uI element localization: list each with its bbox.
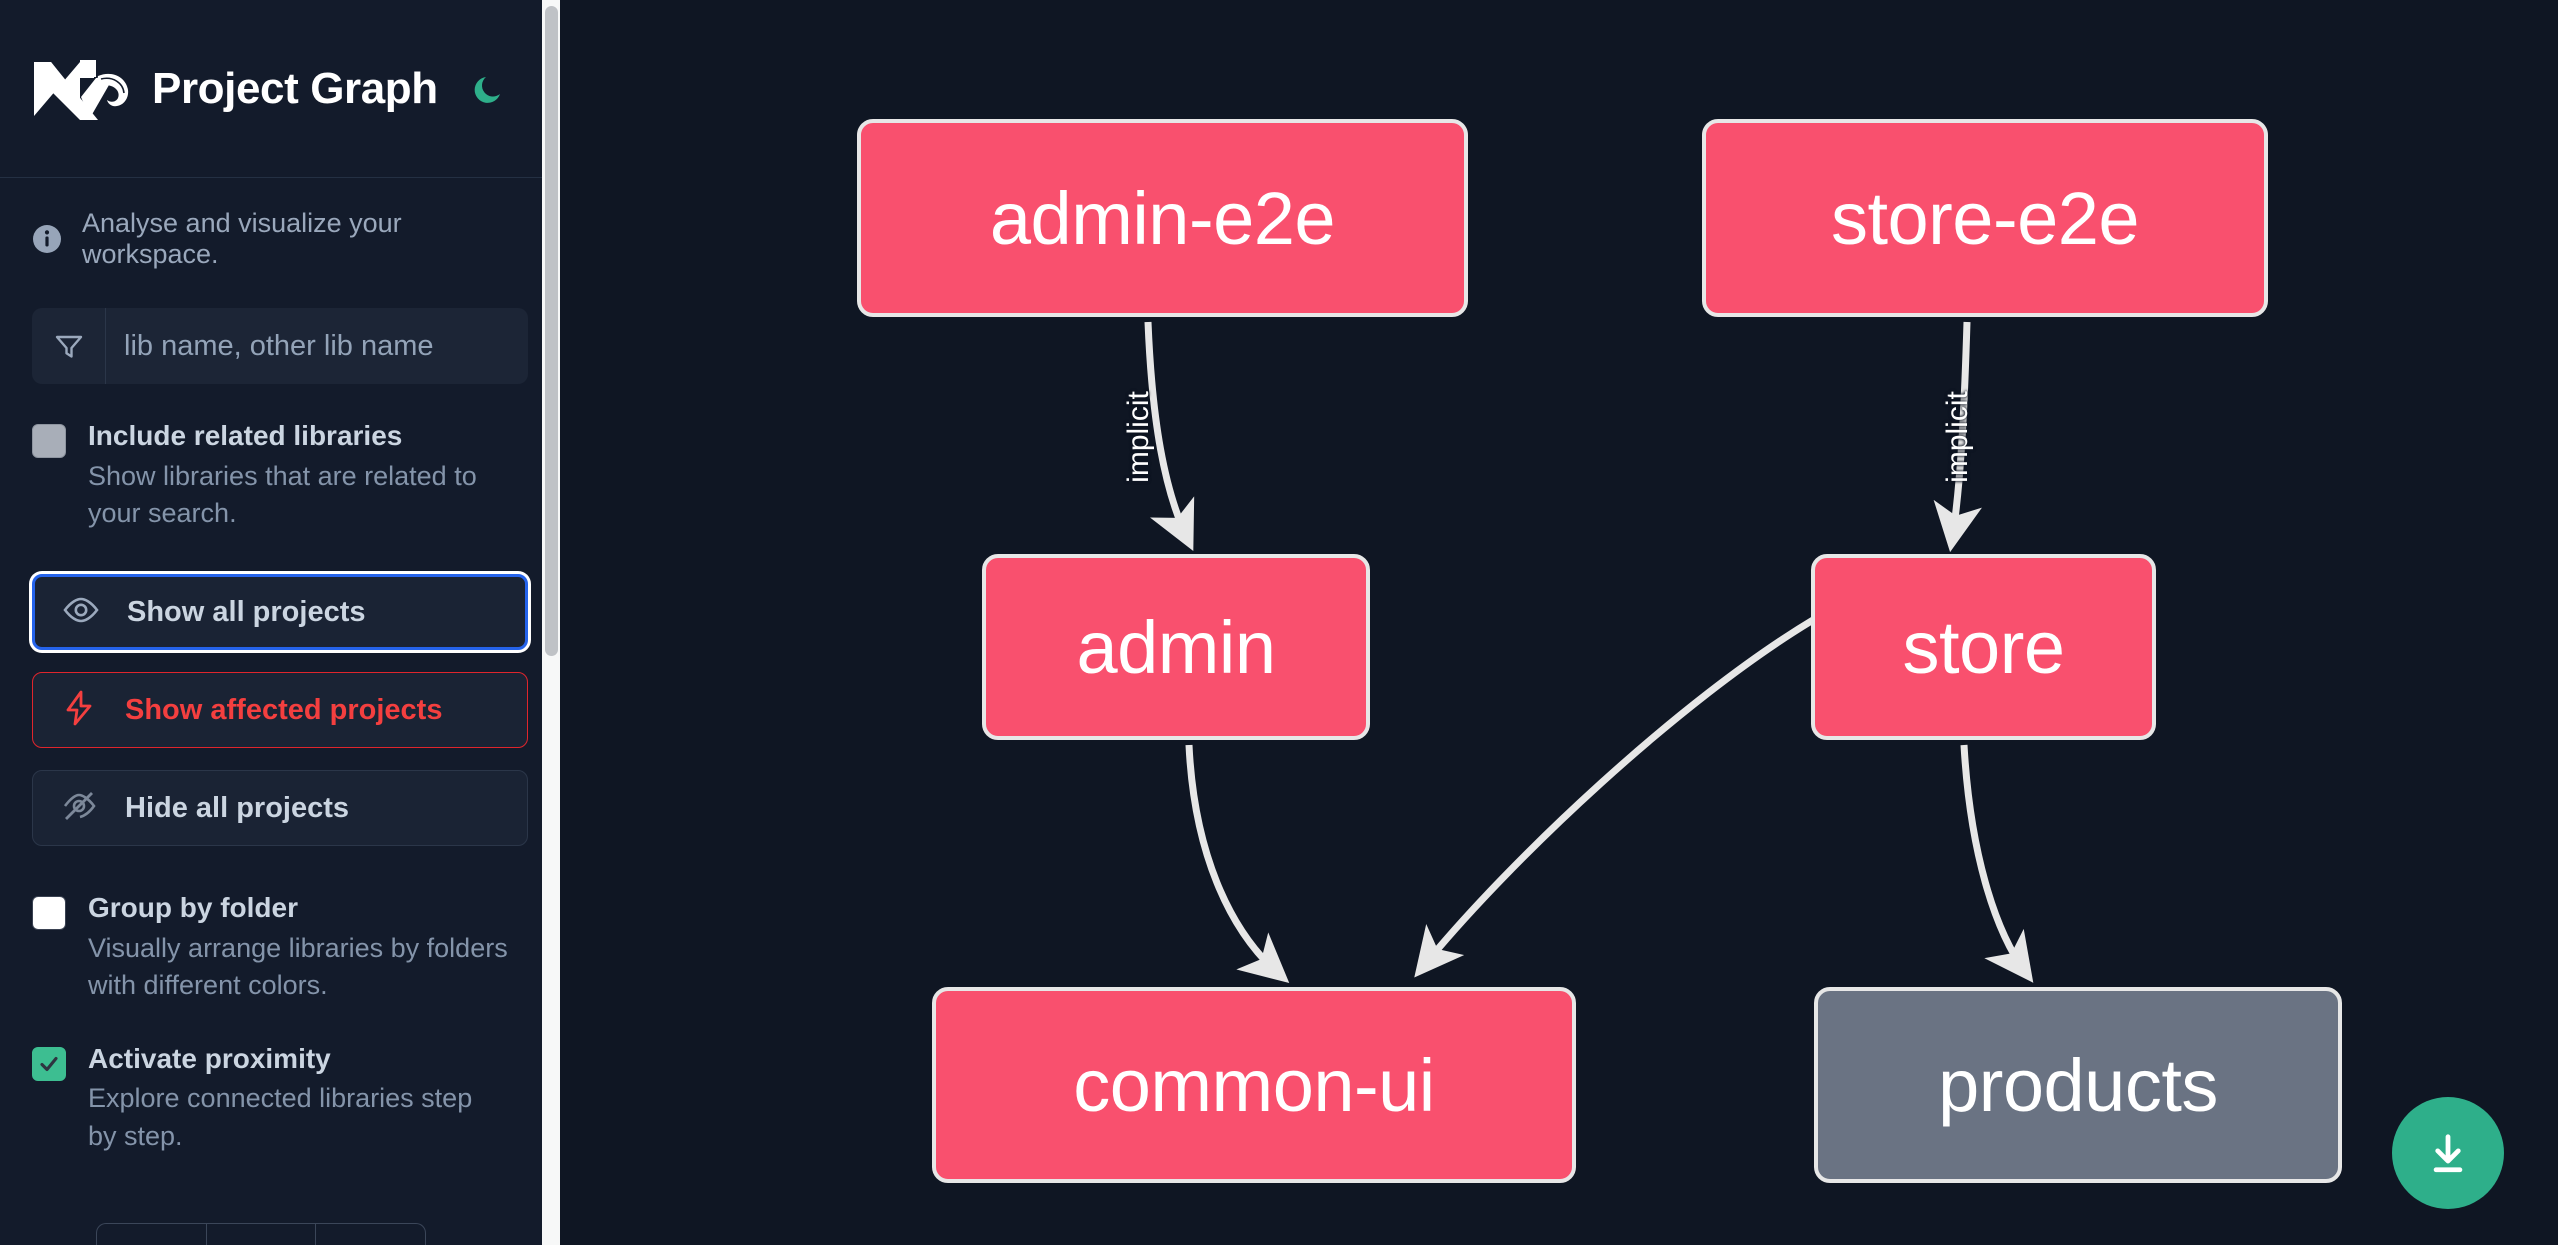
segment-3[interactable] (316, 1224, 425, 1245)
option-title: Include related libraries (88, 420, 403, 451)
download-graph-button[interactable] (2392, 1097, 2504, 1209)
segment-1[interactable] (97, 1224, 207, 1245)
option-title: Activate proximity (88, 1042, 331, 1074)
sidebar-body: Include related libraries Show libraries… (0, 308, 560, 1155)
option-description: Explore connected libraries step by step… (88, 1083, 473, 1151)
filter-funnel-icon (32, 308, 106, 384)
option-include-related-libraries: Include related libraries Show libraries… (32, 418, 528, 532)
option-description: Visually arrange libraries by folders wi… (88, 933, 508, 1001)
graph-edges (1144, 321, 2034, 984)
node-label: common-ui (1073, 1043, 1435, 1127)
edge-store-products (1960, 744, 2034, 983)
option-description: Show libraries that are related to your … (88, 460, 477, 529)
option-title: Group by folder (88, 892, 298, 924)
eye-icon (61, 590, 101, 635)
eye-off-icon (59, 786, 99, 831)
hide-all-projects-button[interactable]: Hide all projects (32, 770, 528, 847)
edge-label-implicit-store: implicit (1940, 391, 1974, 483)
search-input[interactable] (106, 308, 528, 384)
option-activate-proximity: Activate proximity Explore connected lib… (32, 1041, 528, 1155)
moon-icon[interactable] (466, 66, 512, 112)
page-title: Project Graph (152, 63, 438, 113)
info-icon (32, 224, 62, 254)
node-label: products (1938, 1043, 2218, 1127)
segment-2[interactable] (207, 1224, 317, 1245)
show-affected-projects-button[interactable]: Show affected projects (32, 672, 528, 749)
graph-node-products[interactable]: products (1814, 987, 2342, 1183)
lightning-bolt-icon (59, 688, 99, 733)
sidebar-scrollbar[interactable] (542, 0, 560, 1245)
graph-node-admin[interactable]: admin (982, 554, 1370, 740)
graph-node-admin-e2e[interactable]: admin-e2e (857, 119, 1468, 317)
nx-logo-icon (32, 56, 130, 122)
edge-store-e2e-store (1933, 321, 1982, 553)
text-filter-segmented-control[interactable] (96, 1223, 426, 1245)
node-label: store-e2e (1830, 176, 2140, 260)
node-label: store (1902, 605, 2065, 689)
sidebar-header: Project Graph (0, 0, 560, 178)
option-group-by-folder: Group by folder Visually arrange librari… (32, 890, 528, 1004)
download-icon (2433, 1134, 2463, 1173)
node-label: admin (1076, 605, 1276, 689)
graph-canvas[interactable]: admin-e2e store-e2e admin store common-u… (560, 0, 2558, 1245)
workspace-note-text: Analyse and visualize your workspace. (82, 208, 402, 269)
show-all-projects-label: Show all projects (127, 595, 366, 628)
node-label: admin-e2e (989, 176, 1336, 260)
edge-label-implicit-admin: implicit (1121, 391, 1155, 483)
graph-node-store-e2e[interactable]: store-e2e (1702, 119, 2268, 317)
sidebar: Project Graph Analyse and visualize your… (0, 0, 560, 1245)
graph-node-store[interactable]: store (1811, 554, 2156, 740)
include-related-libraries-checkbox[interactable] (32, 424, 66, 458)
edge-admin-e2e-admin (1144, 321, 1195, 552)
project-visibility-buttons: Show all projects Show affected projects (32, 574, 528, 847)
activate-proximity-checkbox[interactable] (32, 1046, 66, 1081)
show-affected-projects-label: Show affected projects (125, 693, 443, 726)
workspace-note: Analyse and visualize your workspace. (0, 178, 560, 296)
graph-node-common-ui[interactable]: common-ui (932, 987, 1576, 1183)
show-all-projects-button[interactable]: Show all projects (32, 574, 528, 651)
hide-all-projects-label: Hide all projects (125, 791, 350, 824)
edge-admin-common-ui (1185, 744, 1290, 984)
group-by-folder-checkbox[interactable] (32, 896, 66, 931)
sidebar-scrollbar-thumb[interactable] (545, 6, 558, 656)
edge-store-common-ui (1414, 617, 1815, 978)
search-row (32, 308, 528, 384)
